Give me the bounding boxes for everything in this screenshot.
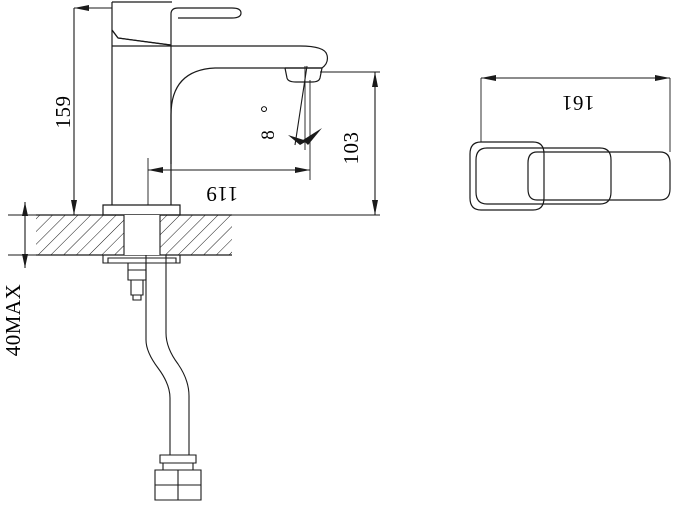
dimension-spout-height-103: 103	[232, 71, 380, 216]
dimension-reach-119: 119	[147, 80, 311, 206]
dim-label-angle: 8	[258, 130, 279, 140]
dimension-counter-thickness-40max: 40MAX	[1, 202, 36, 356]
dim-label-reach: 119	[206, 182, 238, 206]
countertop-section	[36, 214, 232, 256]
top-view-outline	[469, 141, 671, 211]
supply-hose	[145, 255, 202, 501]
mounting-hardware	[102, 255, 181, 301]
dim-label-angle-symbol: °	[258, 105, 279, 113]
faucet-body-column	[111, 30, 172, 205]
dimension-height-159: 159	[36, 4, 112, 216]
dimension-top-view-161: 161	[480, 75, 671, 152]
faucet-base-escutcheon	[102, 204, 181, 216]
dim-label-top-view-length: 161	[562, 91, 595, 115]
dim-label-counter-thickness: 40MAX	[1, 284, 25, 357]
dim-label-spout-height: 103	[339, 132, 363, 165]
dim-label-height: 159	[51, 96, 75, 129]
faucet-handle-lever	[111, 1, 242, 46]
top-view: 161	[469, 75, 671, 211]
side-elevation-view: 159 119 103	[1, 1, 380, 501]
dimension-angle-8deg: 8 °	[258, 65, 322, 150]
faucet-spout	[170, 45, 329, 164]
